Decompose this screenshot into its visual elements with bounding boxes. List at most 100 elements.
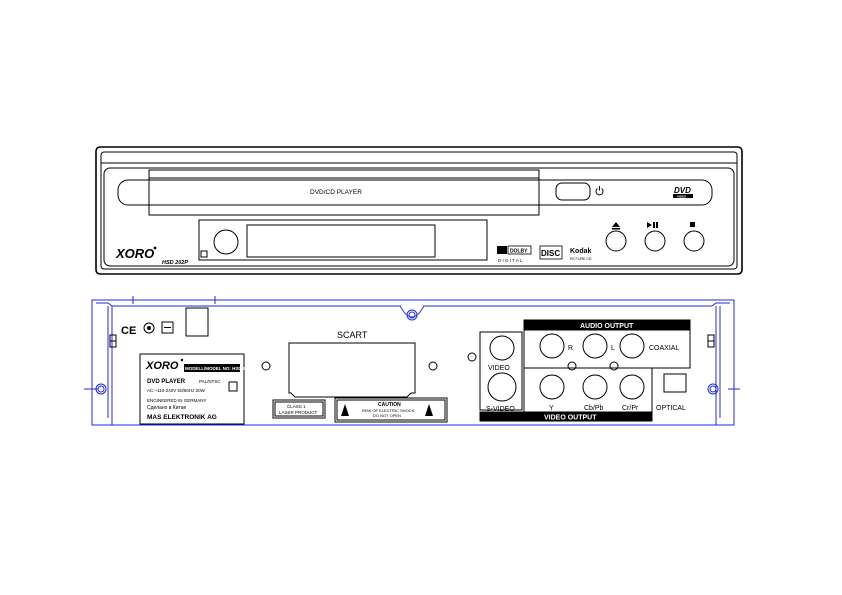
crpr-jack[interactable] xyxy=(619,374,645,400)
panel-screw-right xyxy=(609,361,619,371)
video-label: VIDEO xyxy=(488,365,510,372)
left-screw-inner xyxy=(97,385,105,393)
display-screen xyxy=(246,224,436,258)
optical-label: OPTICAL xyxy=(656,405,686,412)
plate-product: DVD PLAYER xyxy=(147,379,186,385)
panel-screw-left xyxy=(467,352,477,362)
play-pause-button[interactable] xyxy=(644,230,666,252)
panel-screw-mid xyxy=(567,361,577,371)
coaxial-jack[interactable] xyxy=(619,333,645,359)
kodak-text: Kodak xyxy=(570,248,592,255)
caution-label xyxy=(334,397,448,423)
certification-icon xyxy=(143,322,155,334)
rating-plate xyxy=(139,353,245,425)
top-screw-hole xyxy=(406,309,418,321)
approval-mark-icon xyxy=(161,321,174,334)
coaxial-label: COAXIAL xyxy=(649,345,679,352)
dolby-text: DOLBY xyxy=(510,249,528,255)
cd-logo-box xyxy=(539,245,563,260)
dvd-logo-bar xyxy=(673,194,693,198)
compact-disc-logo: DISC xyxy=(539,245,563,260)
scart-screw-left xyxy=(261,361,271,371)
dvd-video-logo: DVD VIDEO xyxy=(673,186,693,199)
tray-label: DVD/CD PLAYER xyxy=(310,189,362,196)
cbpb-label: Cb/Pb xyxy=(584,405,604,412)
stop-button[interactable] xyxy=(683,230,705,252)
rear-top-edge xyxy=(96,302,730,318)
plate-made-in: Сделано в Китае xyxy=(147,405,187,411)
brand-front: XORO xyxy=(115,246,154,261)
audio-l-label: L xyxy=(611,345,615,352)
power-cord-inlet xyxy=(185,307,209,337)
audio-r-label: R xyxy=(568,345,573,352)
dvd-logo-text: DVD xyxy=(674,186,691,195)
optical-port[interactable] xyxy=(663,373,687,393)
eject-button[interactable] xyxy=(605,230,627,252)
power-icon xyxy=(595,186,604,196)
power-button[interactable] xyxy=(555,182,591,201)
dolby-digital-text: D I G I T A L xyxy=(498,258,523,263)
scart-connector[interactable] xyxy=(288,342,416,398)
video-output-bar-fill xyxy=(480,412,652,421)
regulatory-marks: CE xyxy=(121,321,174,337)
front-panel xyxy=(95,146,743,275)
front-chassis-inner xyxy=(100,151,738,270)
left-screw-hole xyxy=(95,383,107,395)
y-jack[interactable] xyxy=(539,374,565,400)
front-chassis-outline xyxy=(95,146,743,275)
rear-panel-outline xyxy=(84,296,740,426)
xoro-front-logo: XORO xyxy=(115,246,157,261)
front-face xyxy=(103,167,735,267)
svideo-label: S-VIDEO xyxy=(486,406,515,413)
play-pause-icon xyxy=(647,222,658,228)
kodak-sub-text: PICTURE CD xyxy=(570,257,592,261)
model-front: HSD 202P xyxy=(162,260,188,266)
audio-output-label: AUDIO OUTPUT xyxy=(580,323,634,330)
audio-r-jack[interactable] xyxy=(539,333,565,359)
plate-engineered: ENGINEERED IN GERMANY xyxy=(147,398,207,403)
right-screw-inner xyxy=(709,385,717,393)
caution-content: CAUTION RISK OF ELECTRIC SHOCK DO NOT OP… xyxy=(341,402,433,418)
front-upper-strip xyxy=(117,179,713,206)
display-window xyxy=(198,219,488,261)
caution-title: CAUTION xyxy=(378,402,401,408)
video-jack[interactable] xyxy=(489,335,515,361)
caution-line2: DO NOT OPEN xyxy=(373,413,401,418)
brand-mark xyxy=(153,246,157,250)
plate-brand-mark xyxy=(180,358,184,362)
video-jack-panel xyxy=(479,331,523,411)
crpr-label: Cr/Pr xyxy=(622,405,639,412)
eject-icon xyxy=(612,222,620,230)
audio-l-jack[interactable] xyxy=(582,333,608,359)
video-output-label: VIDEO OUTPUT xyxy=(544,415,597,422)
plate-power: AC:~110-240V 50/60Hz 20W xyxy=(147,388,206,393)
y-label: Y xyxy=(549,405,554,412)
caution-inner xyxy=(336,399,446,421)
scart-screw-right xyxy=(428,361,438,371)
rating-plate-content: XORO MODELL/MODEL NO: HSD 202P DVD PLAYE… xyxy=(145,358,253,421)
laser-label-line2: LASER PRODUCT xyxy=(279,410,318,415)
standby-led xyxy=(200,250,208,258)
disc-tray[interactable] xyxy=(148,169,540,216)
rear-outer-outline xyxy=(91,299,735,426)
cd-logo-text: DISC xyxy=(541,249,560,258)
rear-panel xyxy=(109,307,715,425)
warning-triangle-left-icon xyxy=(341,404,349,416)
cbpb-jack[interactable] xyxy=(582,374,608,400)
laser-class-inner xyxy=(274,401,324,417)
scart-label: SCART xyxy=(337,330,368,340)
plate-model-bar xyxy=(184,364,240,372)
audio-output-bar-fill xyxy=(524,320,690,330)
laser-class-label xyxy=(272,399,326,419)
kodak-logo: Kodak PICTURE CD xyxy=(570,248,592,261)
laser-label-line1: CLASS 1 xyxy=(287,404,306,409)
plate-brand: XORO xyxy=(145,360,179,372)
right-screw-hole xyxy=(707,383,719,395)
dolby-logo: DOLBY D I G I T A L xyxy=(497,245,532,263)
stop-icon xyxy=(690,222,695,227)
certification-icon-dot xyxy=(147,326,151,330)
dolby-dd-icon xyxy=(497,246,507,254)
svideo-jack[interactable] xyxy=(487,372,517,402)
dolby-box xyxy=(507,245,532,255)
ce-mark-icon: CE xyxy=(121,325,136,337)
